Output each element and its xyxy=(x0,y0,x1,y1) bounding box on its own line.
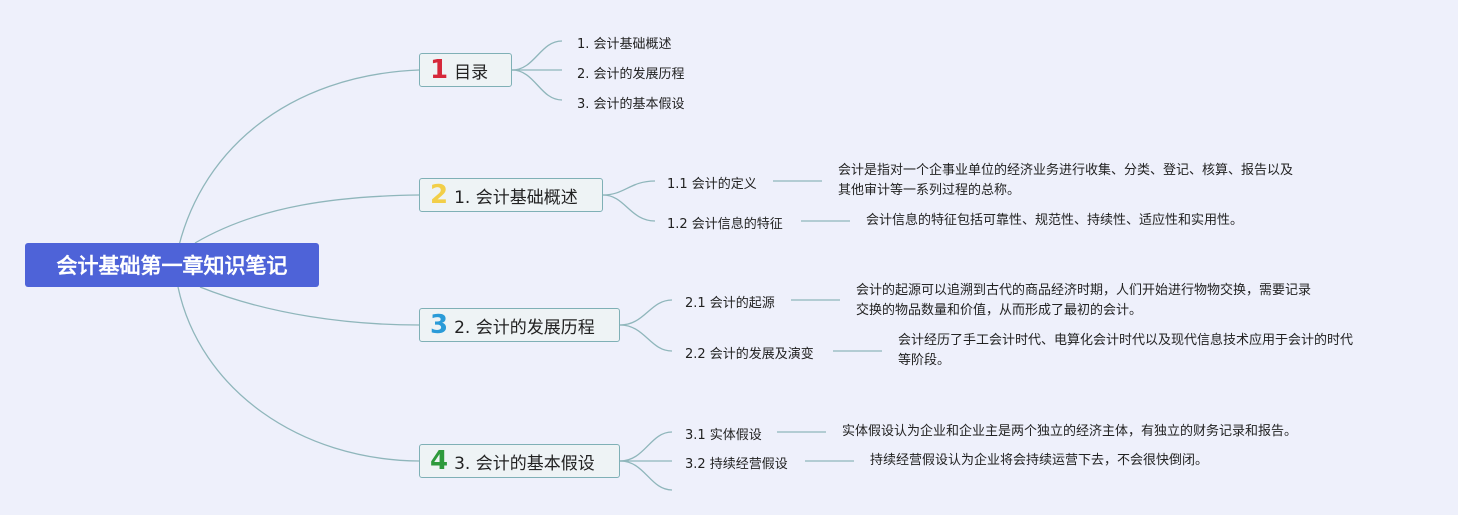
link-root-b2 xyxy=(194,194,420,244)
branch-1-label: 目录 xyxy=(454,62,489,83)
branch-2-child-1-desc: 会计是指对一个企事业单位的经济业务进行收集、分类、登记、核算、报告以及 其他审计… xyxy=(838,163,1294,198)
branch-3-child-1[interactable]: 2.1 会计的起源 xyxy=(685,296,775,311)
branch-3-child-2-desc: 会计经历了手工会计时代、电算化会计时代以及现代信息技术应用于会计的时代 等阶段。 xyxy=(898,333,1354,368)
number-2-icon: 2 xyxy=(430,180,449,210)
branch-3-child-1-desc: 会计的起源可以追溯到古代的商品经济时期，人们开始进行物物交换，需要记录 交换的物… xyxy=(856,283,1312,318)
branch-4-child-2[interactable]: 3.2 持续经营假设 xyxy=(685,457,788,472)
branch-1-node[interactable]: 1 目录 xyxy=(419,53,512,87)
root-node[interactable]: 会计基础第一章知识笔记 xyxy=(25,243,319,287)
branch-4-child-1-desc: 实体假设认为企业和企业主是两个独立的经济主体，有独立的财务记录和报告。 xyxy=(842,424,1298,439)
branch-3-label: 2. 会计的发展历程 xyxy=(454,317,595,338)
branch-2-node[interactable]: 2 1. 会计基础概述 xyxy=(419,178,603,212)
link-root-b4 xyxy=(177,286,420,462)
branch-1-child-3[interactable]: 3. 会计的基本假设 xyxy=(577,97,685,112)
branch-4-child-1[interactable]: 3.1 实体假设 xyxy=(685,428,762,443)
link-root-b3 xyxy=(199,286,420,326)
branch-4-label: 3. 会计的基本假设 xyxy=(454,453,595,474)
branch-3-node[interactable]: 3 2. 会计的发展历程 xyxy=(419,308,620,342)
branch-1-child-1[interactable]: 1. 会计基础概述 xyxy=(577,37,672,52)
root-title: 会计基础第一章知识笔记 xyxy=(56,254,288,278)
branch-4-node[interactable]: 4 3. 会计的基本假设 xyxy=(419,444,620,478)
branch-2-child-2[interactable]: 1.2 会计信息的特征 xyxy=(667,217,783,232)
branch-1-child-2[interactable]: 2. 会计的发展历程 xyxy=(577,67,685,82)
branch-2-child-2-desc: 会计信息的特征包括可靠性、规范性、持续性、适应性和实用性。 xyxy=(866,213,1244,228)
number-3-icon: 3 xyxy=(430,310,449,340)
link-root-b1 xyxy=(174,69,420,265)
branch-2-label: 1. 会计基础概述 xyxy=(454,187,578,208)
number-1-icon: 1 xyxy=(430,55,449,85)
branch-3-child-2[interactable]: 2.2 会计的发展及演变 xyxy=(685,347,814,362)
number-4-icon: 4 xyxy=(430,446,449,476)
branch-2-child-1[interactable]: 1.1 会计的定义 xyxy=(667,177,757,192)
branch-4-child-2-desc: 持续经营假设认为企业将会持续运营下去，不会很快倒闭。 xyxy=(870,453,1209,468)
